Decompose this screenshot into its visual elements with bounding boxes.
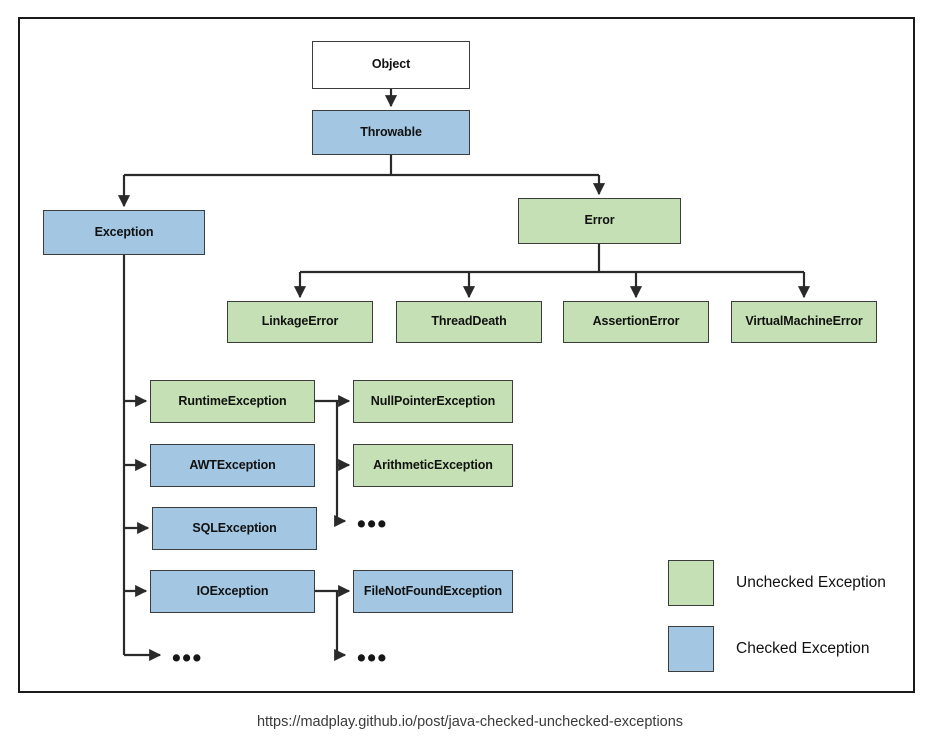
node-io-exception[interactable]: IOException bbox=[150, 570, 315, 613]
node-assertion-error[interactable]: AssertionError bbox=[563, 301, 709, 343]
legend-swatch-unchecked bbox=[668, 560, 714, 606]
legend-label-unchecked: Unchecked Exception bbox=[736, 574, 886, 591]
node-throwable[interactable]: Throwable bbox=[312, 110, 470, 155]
node-null-pointer-exception[interactable]: NullPointerException bbox=[353, 380, 513, 423]
node-virtual-machine-error[interactable]: VirtualMachineError bbox=[731, 301, 877, 343]
node-file-not-found-exception[interactable]: FileNotFoundException bbox=[353, 570, 513, 613]
ellipsis-io-more: ••• bbox=[357, 644, 388, 672]
node-sql-exception[interactable]: SQLException bbox=[152, 507, 317, 550]
legend: Unchecked Exception Checked Exception bbox=[668, 560, 898, 692]
ellipsis-runtime-more: ••• bbox=[357, 510, 388, 538]
legend-swatch-checked bbox=[668, 626, 714, 672]
node-object[interactable]: Object bbox=[312, 41, 470, 89]
node-linkage-error[interactable]: LinkageError bbox=[227, 301, 373, 343]
node-exception[interactable]: Exception bbox=[43, 210, 205, 255]
source-caption: https://madplay.github.io/post/java-chec… bbox=[256, 714, 684, 730]
node-runtime-exception[interactable]: RuntimeException bbox=[150, 380, 315, 423]
node-arithmetic-exception[interactable]: ArithmeticException bbox=[353, 444, 513, 487]
legend-label-checked: Checked Exception bbox=[736, 640, 870, 657]
legend-item-unchecked: Unchecked Exception bbox=[668, 560, 898, 606]
node-error[interactable]: Error bbox=[518, 198, 681, 244]
node-awt-exception[interactable]: AWTException bbox=[150, 444, 315, 487]
ellipsis-exception-more: ••• bbox=[172, 644, 203, 672]
legend-item-checked: Checked Exception bbox=[668, 626, 898, 672]
node-thread-death[interactable]: ThreadDeath bbox=[396, 301, 542, 343]
